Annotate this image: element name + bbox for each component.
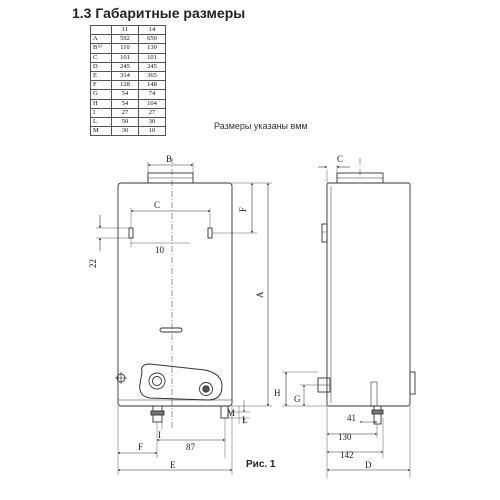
label-87: 87	[186, 442, 196, 452]
label-h: H	[274, 388, 281, 398]
control-knob-left	[148, 372, 166, 390]
table-header-row: 11 14	[90, 24, 166, 36]
side-view	[282, 158, 416, 478]
table-cell: 130	[138, 43, 166, 54]
wall-bracket	[321, 223, 328, 243]
table-header-cell: 14	[138, 24, 166, 36]
label-41: 41	[347, 413, 356, 423]
mounting-hole-right	[207, 227, 213, 239]
label-b: B	[166, 154, 172, 164]
control-knob-right	[199, 382, 213, 396]
label-f-bottom: F	[138, 442, 143, 452]
control-panel	[139, 363, 223, 401]
side-water-connector	[373, 405, 382, 425]
label-10: 10	[155, 245, 165, 255]
label-m: M	[227, 408, 235, 418]
label-l: L	[242, 415, 248, 425]
table-cell: 650	[138, 34, 166, 45]
label-142: 142	[340, 450, 354, 460]
label-a: A	[255, 291, 265, 298]
side-knob	[409, 371, 416, 395]
label-c-front: C	[154, 200, 160, 210]
table-cell: 10	[138, 126, 166, 137]
front-casing	[117, 182, 233, 407]
label-c-side: C	[337, 154, 343, 164]
label-g: G	[294, 394, 301, 404]
label-f-top: F	[238, 207, 248, 212]
label-e: E	[170, 460, 176, 470]
front-view	[96, 158, 272, 475]
table-cell: 101	[138, 52, 166, 63]
label-130: 130	[338, 432, 352, 442]
section-heading: 1.3 Габаритные размеры	[72, 5, 246, 21]
figure-caption: Рис. 1	[246, 459, 276, 470]
label-22: 22	[88, 259, 98, 268]
mounting-hole-left	[128, 227, 134, 239]
label-d: D	[365, 460, 372, 470]
side-view-labels: C H G 41 130 142 D	[274, 154, 372, 470]
front-view-labels: B C F 10 22 A M L I F 87 E	[88, 154, 265, 470]
inspection-window	[159, 327, 183, 333]
side-casing	[326, 182, 411, 407]
units-note: Размеры указаны вмм	[214, 121, 308, 131]
label-i: I	[158, 430, 161, 440]
